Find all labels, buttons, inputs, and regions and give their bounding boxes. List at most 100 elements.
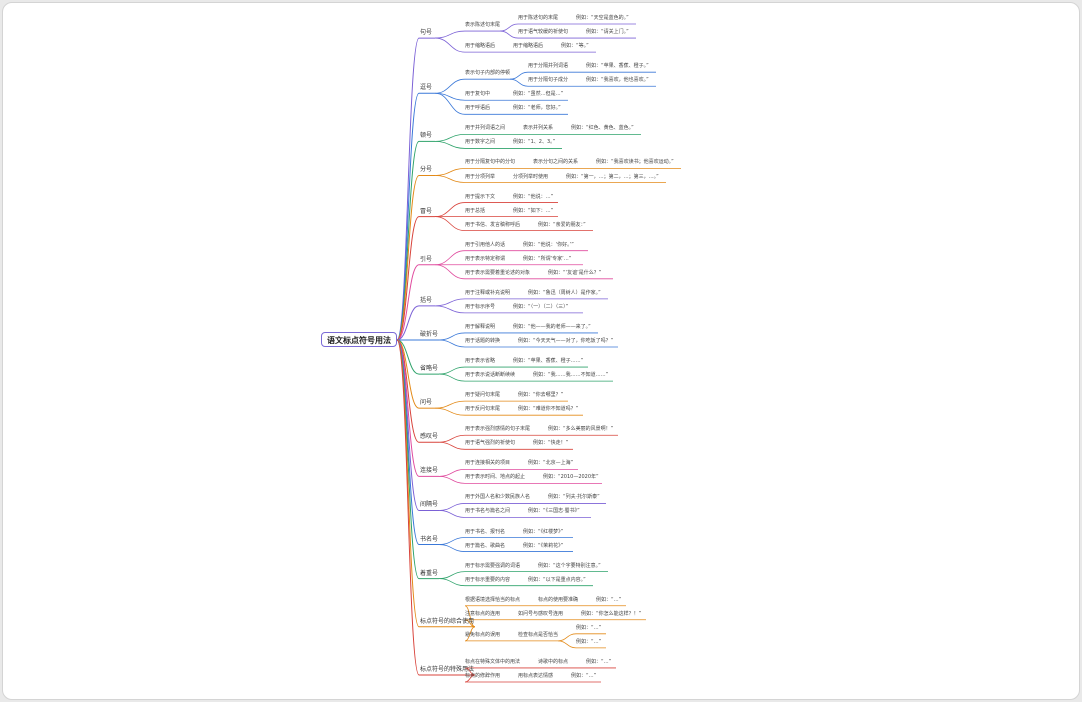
example-text[interactable]: 例如：“所谓‘专家’…” (523, 255, 572, 262)
example-text[interactable]: 例如：“苹果、香蕉、橙子。” (586, 63, 649, 70)
detail-topic[interactable]: 诗歌中的标点 (538, 658, 569, 665)
example-text[interactable]: 例如：“你去哪里？” (518, 392, 564, 399)
subtopic[interactable]: 用于提示下文 (465, 193, 496, 200)
example-text[interactable]: 例如：“…” (571, 672, 597, 679)
example-text[interactable]: 例如：“你怎么能这样？！” (581, 610, 642, 617)
example-text[interactable]: 例如：“《茉莉花》” (523, 542, 564, 549)
example-text[interactable]: 例如：“红色、黄色、蓝色。” (571, 125, 634, 132)
example-text[interactable]: 例如：“…” (586, 658, 612, 665)
example-text[interactable]: 例如：“…” (596, 596, 622, 603)
subtopic[interactable]: 避免标点的误用 (465, 631, 501, 638)
category-topic[interactable]: 分号 (420, 166, 433, 174)
category-topic[interactable]: 间隔号 (420, 501, 439, 509)
example-text[interactable]: 例如：“我喜欢读书；他喜欢运动。” (596, 159, 674, 166)
subtopic[interactable]: 用于表示省略 (465, 358, 496, 365)
subtopic[interactable]: 用于缩略语后 (465, 43, 496, 50)
example-text[interactable]: 例如：“等。” (561, 43, 589, 50)
subtopic[interactable]: 用于话题的转换 (465, 338, 501, 344)
subtopic[interactable]: 用于外国人名和少数民族人名 (465, 494, 531, 501)
example-text[interactable]: 例如：“请关上门。” (586, 29, 629, 36)
subtopic[interactable]: 用于呼语后 (465, 105, 491, 112)
detail-topic[interactable]: 用标点表达情感 (518, 672, 554, 679)
category-topic[interactable]: 句号 (420, 29, 433, 37)
category-topic[interactable]: 书名号 (420, 535, 439, 543)
example-text[interactable]: 例如：“难道你不知道吗？” (518, 406, 579, 413)
subtopic[interactable]: 用于篇名、歌曲名 (465, 542, 506, 549)
subtopic[interactable]: 用于书名、报刊名 (465, 528, 506, 535)
detail-topic[interactable]: 分项列举时使用 (513, 173, 549, 180)
category-topic[interactable]: 顿号 (420, 132, 433, 140)
subtopic[interactable]: 用于分隔复句中的分句 (465, 159, 516, 166)
root-topic[interactable]: 语文标点符号用法 (321, 332, 397, 347)
example-text[interactable]: 例如：“《红楼梦》” (523, 528, 564, 535)
example-text[interactable]: 例如：“天空是蓝色的。” (576, 15, 629, 22)
detail-topic[interactable]: 用于缩略语后 (513, 43, 544, 50)
example-text[interactable]: 例如：“苹果、香蕉、橙子……” (513, 358, 584, 365)
category-topic[interactable]: 破折号 (420, 330, 439, 338)
subtopic[interactable]: 用于书信、发言稿称呼后 (465, 221, 521, 228)
category-topic[interactable]: 着重号 (420, 569, 439, 577)
subtopic[interactable]: 标点在特殊文体中的用法 (465, 658, 521, 665)
example-text[interactable]: 例如：“‘友谊’是什么？” (548, 269, 602, 276)
subtopic[interactable]: 用于表示特定称谓 (465, 255, 506, 262)
category-topic[interactable]: 标点符号的综合使用 (420, 617, 475, 625)
subtopic[interactable]: 用于解释说明 (465, 323, 496, 330)
category-topic[interactable]: 逗号 (420, 84, 433, 92)
example-text[interactable]: 例如：“列夫·托尔斯泰” (548, 494, 600, 501)
subtopic[interactable]: 用于表示强烈感情的句子末尾 (465, 426, 531, 433)
subtopic[interactable]: 用于分项列举 (465, 173, 496, 180)
example-text[interactable]: 例如：“以下是重点内容。” (528, 576, 586, 583)
detail-topic[interactable]: 表示并列关系 (523, 125, 554, 132)
example-text[interactable]: 例如：“…” (576, 638, 602, 645)
category-topic[interactable]: 连接号 (420, 467, 439, 475)
category-topic[interactable]: 标点符号的特殊用法 (420, 665, 475, 673)
example-text[interactable]: 例如：“第一，…；第二，…；第三，…。” (566, 173, 659, 180)
subtopic[interactable]: 用于总括 (465, 207, 486, 214)
subtopic[interactable]: 用于疑问句末尾 (465, 392, 501, 399)
subtopic[interactable]: 用于标示序号 (465, 303, 496, 310)
category-topic[interactable]: 问号 (420, 399, 433, 407)
example-text[interactable]: 例如：“他说：…” (513, 193, 554, 200)
category-topic[interactable]: 冒号 (420, 207, 433, 215)
subtopic[interactable]: 用于标示需要强调的词语 (465, 562, 521, 569)
example-text[interactable]: 例如：“老师，您好。” (513, 105, 561, 112)
category-topic[interactable]: 括号 (420, 296, 433, 304)
detail-topic[interactable]: 检查标点是否恰当 (518, 631, 559, 638)
detail-topic[interactable]: 用于陈述句的末尾 (518, 15, 559, 22)
detail-topic[interactable]: 用于分隔句子成分 (528, 77, 569, 84)
example-text[interactable]: 例如：“亲爱的朋友：” (538, 221, 586, 228)
example-text[interactable]: 例如：“我喜欢，他也喜欢。” (586, 77, 649, 84)
example-text[interactable]: 例如：“2010—2020年” (543, 474, 599, 481)
example-text[interactable]: 例如：“北京—上海” (528, 460, 574, 467)
subtopic[interactable]: 用于复句中 (465, 91, 491, 98)
subtopic[interactable]: 用于表示需要着重论述的对象 (465, 269, 531, 276)
subtopic[interactable]: 标点的修辞作用 (465, 672, 501, 679)
example-text[interactable]: 例如：“今天天气——对了，你吃饭了吗？” (518, 338, 614, 344)
example-text[interactable]: 例如：“虽然…但是…” (513, 91, 564, 98)
detail-topic[interactable]: 如问号与感叹号连用 (518, 610, 564, 617)
example-text[interactable]: 例如：“《三国志·蜀书》” (528, 508, 580, 515)
detail-topic[interactable]: 表示分句之间的关系 (533, 159, 579, 166)
example-text[interactable]: 例如：“（一）（二）（三）” (513, 303, 569, 310)
example-text[interactable]: 例如：“1、2、3。” (513, 139, 556, 146)
example-text[interactable]: 例如：“他——我的老师——来了。” (513, 323, 591, 330)
subtopic[interactable]: 用于书名与篇名之间 (465, 508, 511, 515)
category-topic[interactable]: 省略号 (420, 365, 439, 373)
category-topic[interactable]: 引号 (420, 255, 433, 263)
subtopic[interactable]: 注意标点的连用 (465, 610, 501, 617)
example-text[interactable]: 例如：“我……我……不知道……” (533, 372, 609, 379)
subtopic[interactable]: 用于注释或补充说明 (465, 289, 511, 296)
subtopic[interactable]: 用于标示重要的内容 (465, 576, 511, 583)
detail-topic[interactable]: 用于语气较缓的祈使句 (518, 29, 569, 36)
subtopic[interactable]: 用于表示时间、地点的起止 (465, 474, 526, 481)
example-text[interactable]: 例如：“快走！” (533, 440, 569, 447)
example-text[interactable]: 例如：“…” (576, 624, 602, 631)
detail-topic[interactable]: 用于分隔并列词语 (528, 63, 569, 70)
subtopic[interactable]: 用于连接相关的项目 (465, 460, 511, 467)
subtopic[interactable]: 用于数字之间 (465, 139, 496, 146)
subtopic[interactable]: 用于语气强烈的祈使句 (465, 440, 516, 447)
subtopic[interactable]: 表示句子内部的停顿 (465, 70, 511, 77)
subtopic[interactable]: 用于并列词语之间 (465, 125, 506, 132)
example-text[interactable]: 例如：“鲁迅（周树人）是作家。” (528, 289, 601, 296)
detail-topic[interactable]: 标点的使用要准确 (538, 596, 579, 603)
